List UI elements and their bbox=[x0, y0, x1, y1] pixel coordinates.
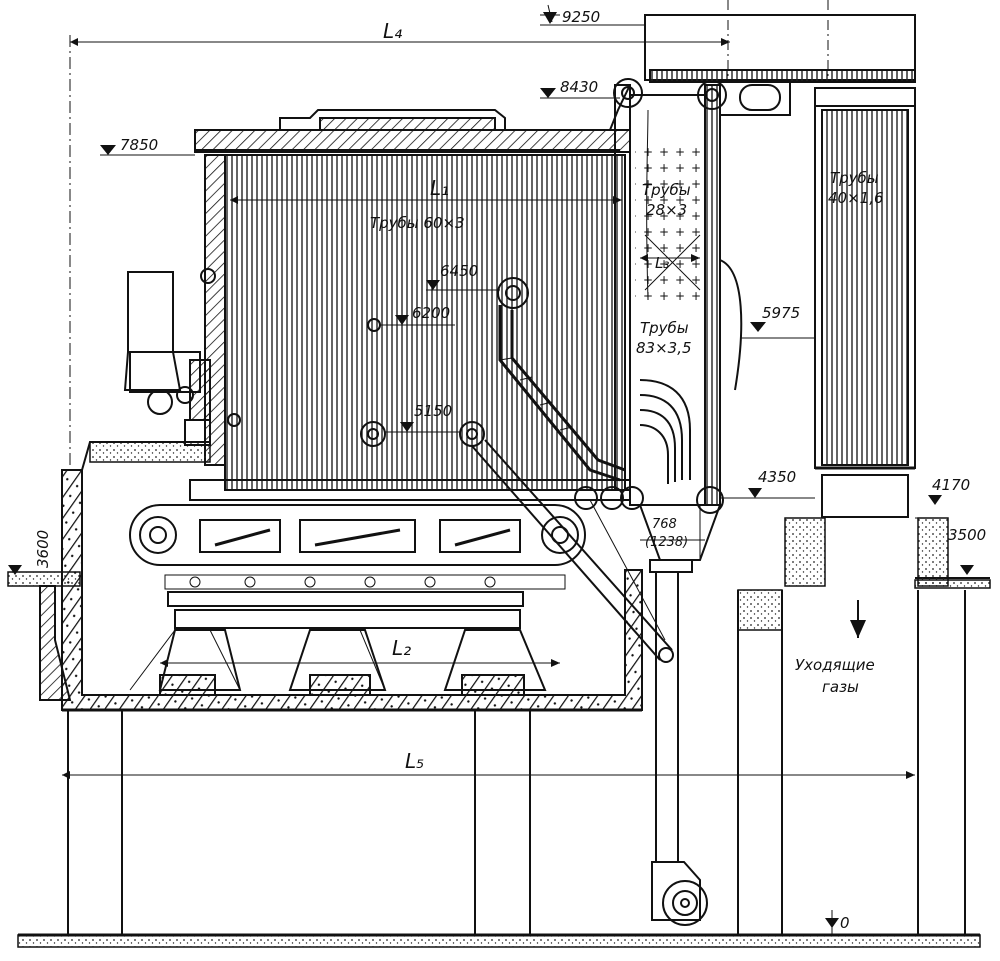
elevation-0: 0 bbox=[840, 914, 850, 932]
label-l1: L₁ bbox=[430, 176, 449, 200]
elevation-7850: 7850 bbox=[120, 136, 158, 154]
ground-floor bbox=[17, 933, 981, 948]
label-tubes-eco-1: Трубы bbox=[830, 169, 879, 187]
label-dim-1238: (1238) bbox=[645, 535, 688, 550]
chain-grate-stoker bbox=[129, 504, 586, 629]
label-tubes-mid-2: 28×3 bbox=[646, 201, 687, 219]
top-flue-duct bbox=[644, 0, 916, 116]
ash-removal bbox=[638, 504, 722, 926]
elevation-4170: 4170 bbox=[932, 476, 970, 494]
economizer-tubes bbox=[814, 87, 916, 518]
coal-feeder bbox=[123, 268, 241, 427]
elevation-9250: 9250 bbox=[562, 8, 600, 26]
label-flue-2: газы bbox=[822, 678, 859, 696]
label-l5: L₅ bbox=[405, 749, 424, 773]
elevation-4350: 4350 bbox=[758, 468, 796, 486]
label-tubes-main: Трубы 60×3 bbox=[370, 214, 465, 232]
label-tubes-eco-2: 40×1,6 bbox=[828, 189, 884, 207]
convective-section bbox=[574, 78, 743, 514]
label-tubes-low-1: Трубы bbox=[640, 319, 689, 337]
label-l2: L₂ bbox=[392, 636, 411, 660]
elevation-5975: 5975 bbox=[762, 304, 800, 322]
elevation-3500: 3500 bbox=[948, 526, 986, 544]
elevation-markers bbox=[8, 4, 974, 935]
dimension-lines bbox=[62, 35, 915, 779]
label-dim-768: 768 bbox=[652, 517, 677, 532]
label-flue-1: Уходящие bbox=[795, 656, 875, 674]
elevation-6450: 6450 bbox=[440, 262, 478, 280]
elevation-3600: 3600 bbox=[34, 530, 52, 568]
elevation-5150: 5150 bbox=[414, 402, 452, 420]
elevation-8430: 8430 bbox=[560, 78, 598, 96]
label-tubes-mid-1: Трубы bbox=[642, 181, 691, 199]
elevation-6200: 6200 bbox=[412, 304, 450, 322]
foundation-columns bbox=[67, 517, 966, 935]
label-l3: L₃ bbox=[655, 254, 669, 272]
ash-pit bbox=[61, 469, 643, 712]
label-tubes-low-2: 83×3,5 bbox=[636, 339, 692, 357]
headers-in-furnace bbox=[360, 277, 673, 661]
feed-platform bbox=[81, 419, 211, 471]
label-l4: L₄ bbox=[383, 19, 402, 43]
